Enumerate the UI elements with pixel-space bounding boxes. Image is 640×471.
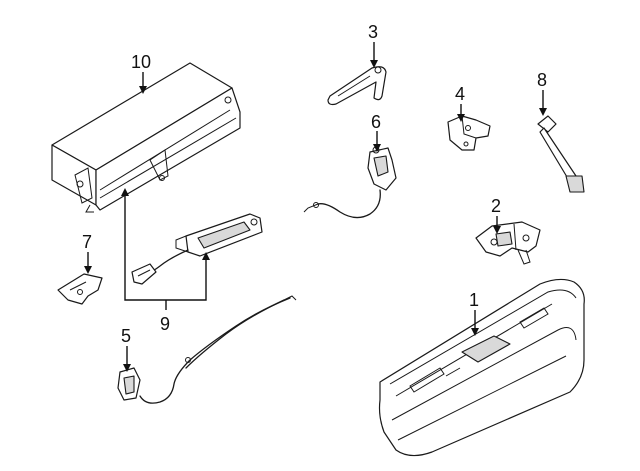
part-7-bracket — [57, 273, 103, 305]
part-1-trim-panel — [378, 278, 585, 457]
callout-2: 2 — [491, 196, 501, 216]
part-9-release-assembly — [131, 213, 263, 285]
part-4-hinge-bracket — [447, 115, 491, 151]
callout-9: 9 — [160, 314, 170, 334]
callout-6: 6 — [371, 112, 381, 132]
part-5-cable-assembly — [117, 295, 297, 404]
callout-10: 10 — [131, 52, 151, 72]
callout-8: 8 — [537, 70, 547, 90]
callout-5: 5 — [121, 326, 131, 346]
part-2-latch — [475, 221, 541, 265]
callouts: 10 3 6 4 8 2 7 9 5 1 — [82, 22, 547, 346]
part-6-lock-actuator — [303, 146, 397, 219]
part-3-handle — [327, 66, 387, 106]
callout-3: 3 — [368, 22, 378, 42]
callout-4: 4 — [455, 84, 465, 104]
callout-7: 7 — [82, 232, 92, 252]
part-8-gas-strut — [537, 115, 585, 193]
leader-lines — [84, 42, 547, 372]
callout-1: 1 — [469, 290, 479, 310]
part-10-storage-tray — [51, 62, 241, 213]
